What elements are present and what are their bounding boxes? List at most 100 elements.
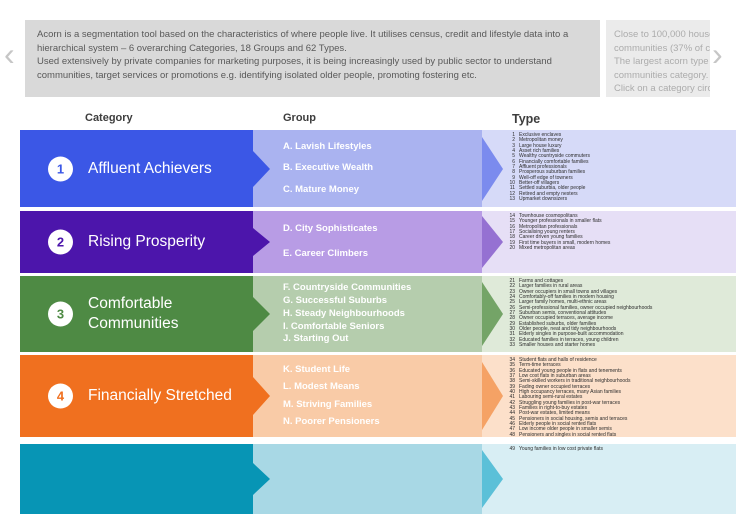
group-item: L. Modest Means bbox=[283, 381, 360, 393]
type-number: 42 bbox=[509, 399, 515, 406]
type-label: Larger family homes, multi-ethnic areas bbox=[519, 299, 607, 306]
type-number: 37 bbox=[509, 373, 515, 380]
type-number: 47 bbox=[509, 426, 515, 433]
group-item: J. Starting Out bbox=[283, 333, 349, 345]
type-number: 31 bbox=[509, 331, 515, 338]
group-item: H. Steady Neighbourhoods bbox=[283, 307, 405, 319]
type-item: 39 Fading owner occupied terraces bbox=[506, 383, 736, 390]
type-number: 10 bbox=[509, 180, 515, 187]
intro-panel: Acorn is a segmentation tool based on th… bbox=[25, 20, 600, 97]
type-label: Owner occupied terraces, average income bbox=[519, 315, 613, 322]
type-label: Elderly people in social rented flats bbox=[519, 421, 597, 428]
carousel-next-icon[interactable]: › bbox=[712, 36, 723, 72]
intro-paragraph-2: Used extensively by private companies fo… bbox=[37, 56, 552, 81]
group-to-type-arrow-icon bbox=[482, 216, 503, 268]
category-circle[interactable]: 2 bbox=[48, 229, 73, 255]
group-item: G. Successful Suburbs bbox=[283, 294, 387, 306]
type-number: 26 bbox=[509, 304, 515, 311]
type-label: Educated young people in flats and tenem… bbox=[519, 367, 622, 374]
type-label: Financially comfortable families bbox=[519, 158, 589, 165]
group-box bbox=[253, 444, 482, 514]
category-circle[interactable]: 3 bbox=[48, 301, 73, 327]
category-box: 2 Rising Prosperity bbox=[20, 211, 253, 273]
preview-text-line: communities category. bbox=[614, 69, 709, 81]
next-panel-preview: Close to 100,000 householcommunities (37… bbox=[606, 20, 710, 97]
preview-text-line: Click on a category circle t bbox=[614, 83, 710, 94]
type-number: 30 bbox=[509, 326, 515, 333]
type-label: Educated families in terraces, young chi… bbox=[519, 336, 619, 343]
type-label: Fading owner occupied terraces bbox=[519, 383, 591, 390]
category-to-group-arrow-icon bbox=[253, 463, 270, 495]
type-label: Families in right-to-buy estates bbox=[519, 405, 588, 412]
intro-paragraph-1: Acorn is a segmentation tool based on th… bbox=[37, 29, 569, 54]
type-label: Larger families in rural areas bbox=[519, 283, 583, 290]
category-to-group-arrow-icon bbox=[253, 297, 270, 331]
type-number: 41 bbox=[509, 394, 515, 401]
type-item: 20 Mixed metropolitan areas bbox=[506, 245, 736, 252]
type-number: 4 bbox=[512, 148, 515, 155]
type-number: 9 bbox=[512, 174, 515, 181]
type-label: Low income older people in smaller semis bbox=[519, 426, 612, 433]
type-number: 2 bbox=[512, 137, 515, 144]
column-header-type: Type bbox=[512, 112, 541, 126]
carousel-prev-icon[interactable]: ‹ bbox=[4, 36, 15, 72]
category-circle[interactable]: 4 bbox=[48, 383, 73, 409]
category-box bbox=[20, 444, 253, 514]
group-to-type-arrow-icon bbox=[482, 362, 503, 430]
type-number: 29 bbox=[509, 320, 515, 327]
type-number: 35 bbox=[509, 362, 515, 369]
type-label: Exclusive enclaves bbox=[519, 132, 562, 138]
type-label: Upmarket downsizers bbox=[519, 196, 568, 203]
type-number: 48 bbox=[509, 431, 515, 438]
type-label: Post-war estates, limited means bbox=[519, 410, 590, 417]
type-label: Semi-skilled workers in traditional neig… bbox=[519, 378, 631, 385]
type-number: 43 bbox=[509, 405, 515, 412]
type-label: Young families in low cost private flats bbox=[519, 446, 604, 452]
type-label: Semi-professional families, owner occupi… bbox=[519, 304, 653, 311]
preview-text-line: communities (37% of class bbox=[614, 42, 710, 54]
type-number: 39 bbox=[509, 383, 515, 390]
type-label: Elderly singles in purpose-built accommo… bbox=[519, 331, 624, 338]
preview-text-line: The largest acorn type in E bbox=[614, 56, 710, 67]
type-label: Prosperous suburban families bbox=[519, 169, 586, 176]
category-to-group-arrow-icon bbox=[253, 228, 270, 256]
type-number: 23 bbox=[509, 288, 515, 295]
type-item: 43 Families in right-to-buy estates bbox=[506, 405, 736, 412]
type-number: 19 bbox=[509, 239, 515, 246]
type-number: 25 bbox=[509, 299, 515, 306]
category-to-group-arrow-icon bbox=[253, 150, 270, 187]
category-to-group-arrow-icon bbox=[253, 377, 270, 415]
group-item: F. Countryside Communities bbox=[283, 282, 412, 294]
category-circle[interactable]: 1 bbox=[48, 156, 73, 181]
type-number: 12 bbox=[509, 190, 515, 197]
type-label: Pensioners in social housing, semis and … bbox=[519, 415, 628, 422]
type-number: 20 bbox=[509, 245, 515, 252]
type-label: Owner occupiers in small towns and villa… bbox=[519, 288, 618, 295]
type-item: 23 Owner occupiers in small towns and vil… bbox=[506, 288, 736, 295]
group-to-type-arrow-icon bbox=[482, 450, 503, 508]
type-label: Low cost flats in suburban areas bbox=[519, 373, 591, 380]
category-label: Rising Prosperity bbox=[88, 232, 206, 250]
type-label: Mixed metropolitan areas bbox=[519, 245, 576, 252]
type-number: 24 bbox=[509, 294, 515, 301]
type-label: Career driven young families bbox=[519, 234, 583, 241]
